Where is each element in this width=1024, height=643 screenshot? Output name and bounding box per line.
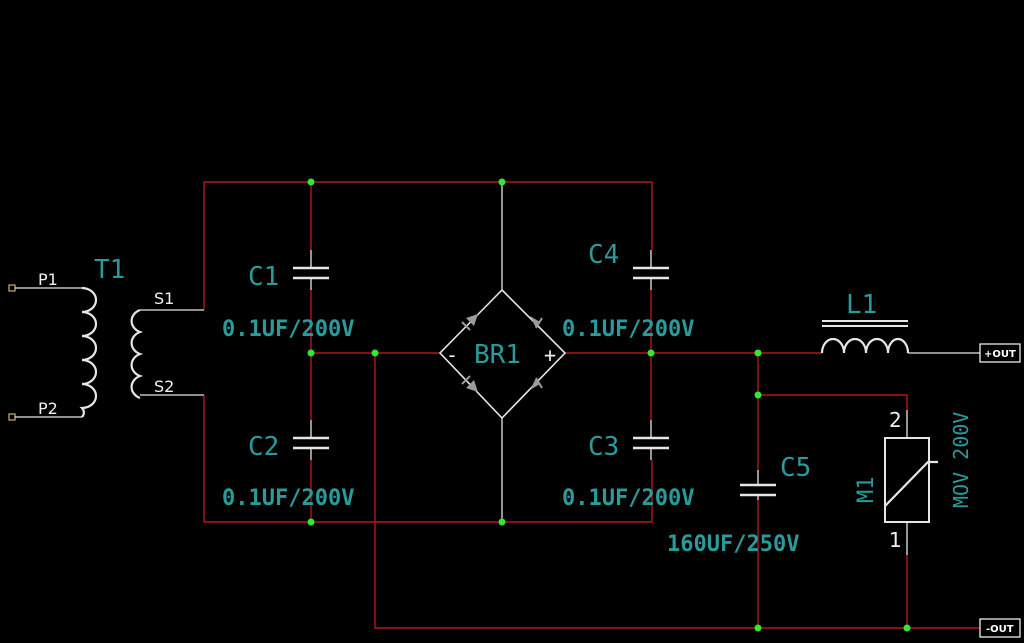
junction-dot [647, 349, 655, 357]
port-positive-out[interactable]: +OUT [979, 343, 1021, 363]
port-negative-out[interactable]: -OUT [979, 618, 1021, 638]
junction-dot [754, 391, 762, 399]
port-positive-label: +OUT [984, 349, 1016, 360]
junction-dot [754, 624, 762, 632]
junctions [307, 178, 911, 632]
mov-slash [884, 460, 938, 507]
inductor-coil [820, 337, 910, 354]
junction-dot [307, 178, 315, 186]
pin-label-s1: S1 [154, 289, 174, 308]
secondary-winding [130, 308, 144, 400]
c1-value: 0.1UF/200V [222, 317, 354, 342]
transformer-t1[interactable]: T1 P1 P2 S1 S2 [8, 255, 204, 421]
wire-top-rail [203, 181, 653, 310]
pin-label-s2: S2 [154, 377, 174, 396]
port-negative-label: -OUT [986, 624, 1014, 635]
c3-ref: C3 [588, 432, 619, 462]
port-p2-marker [8, 413, 16, 421]
c4-ref: C4 [588, 240, 619, 270]
wire-negative-out [374, 353, 980, 629]
c4-value: 0.1UF/200V [562, 317, 694, 342]
varistor-m1[interactable]: 2 1 M1 MOV 200V [854, 408, 973, 555]
junction-dot [903, 624, 911, 632]
c1-ref: C1 [248, 262, 279, 292]
transformer-ref: T1 [94, 255, 125, 285]
junction-dot [498, 518, 506, 526]
bridge-rectifier-br1[interactable]: BR1 - + [438, 182, 567, 522]
mov-value: MOV 200V [949, 412, 973, 508]
junction-dot [307, 518, 315, 526]
junction-dot [754, 349, 762, 357]
mov-ref: M1 [854, 477, 879, 504]
inductor-l1[interactable]: L1 [820, 290, 980, 354]
wire-bottom-rail [203, 395, 653, 523]
junction-dot [307, 349, 315, 357]
primary-winding [79, 286, 98, 418]
capacitor-c1[interactable]: C1 0.1UF/200V [222, 250, 354, 342]
capacitor-c5[interactable]: C5 160UF/250V [667, 453, 811, 557]
c5-ref: C5 [780, 453, 811, 483]
c2-value: 0.1UF/200V [222, 486, 354, 511]
mov-pin-top: 2 [889, 408, 902, 432]
junction-dot [498, 178, 506, 186]
c3-value: 0.1UF/200V [562, 486, 694, 511]
port-p1-marker [8, 284, 16, 292]
pin-label-p1: P1 [38, 270, 58, 289]
bridge-minus-label: - [446, 343, 458, 367]
mov-pin-bottom: 1 [889, 528, 902, 552]
mov-body [884, 437, 930, 523]
bridge-plus-label: + [544, 343, 556, 367]
capacitor-c3[interactable]: C3 0.1UF/200V [562, 420, 694, 511]
capacitor-c2[interactable]: C2 0.1UF/200V [222, 420, 354, 511]
wire-mov-top [758, 394, 908, 410]
inductor-ref: L1 [846, 290, 877, 320]
junction-dot [371, 349, 379, 357]
capacitor-c4[interactable]: C4 0.1UF/200V [562, 240, 694, 342]
bridge-ref: BR1 [474, 340, 521, 370]
bridge-outline [438, 288, 567, 420]
c5-value: 160UF/250V [667, 532, 799, 557]
pin-label-p2: P2 [38, 399, 58, 418]
c2-ref: C2 [248, 432, 279, 462]
